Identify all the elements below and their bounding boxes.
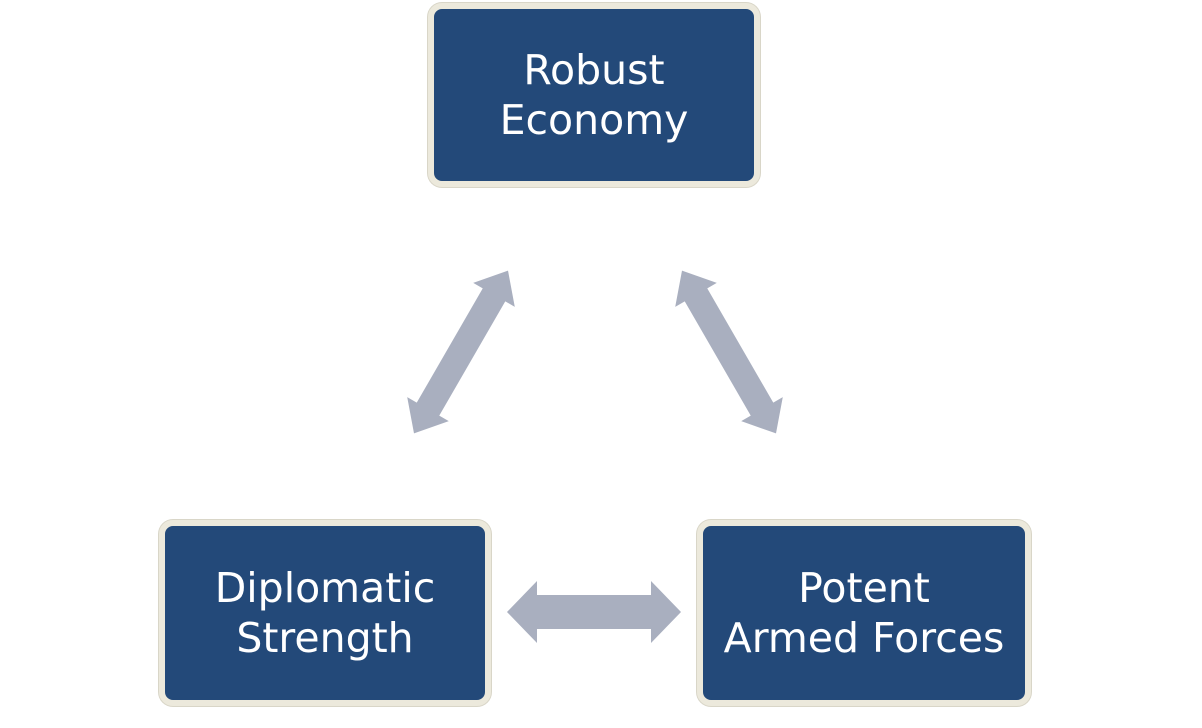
node-label-line: Potent (798, 563, 930, 612)
node-robust-economy: Robust Economy (428, 3, 760, 187)
arrow-economy-armed-forces (675, 270, 783, 434)
node-diplomatic-strength: Diplomatic Strength (159, 520, 491, 706)
node-label-line: Strength (236, 614, 414, 662)
node-label-line: Robust (523, 45, 665, 94)
arrow-economy-diplomatic (407, 270, 515, 434)
node-label-line: Armed Forces (723, 614, 1005, 662)
node-label-line: Diplomatic (214, 563, 436, 612)
node-potent-armed-forces: Potent Armed Forces (697, 520, 1031, 706)
arrow-diplomatic-armed-forces (507, 581, 681, 643)
node-label-line: Economy (499, 96, 689, 144)
